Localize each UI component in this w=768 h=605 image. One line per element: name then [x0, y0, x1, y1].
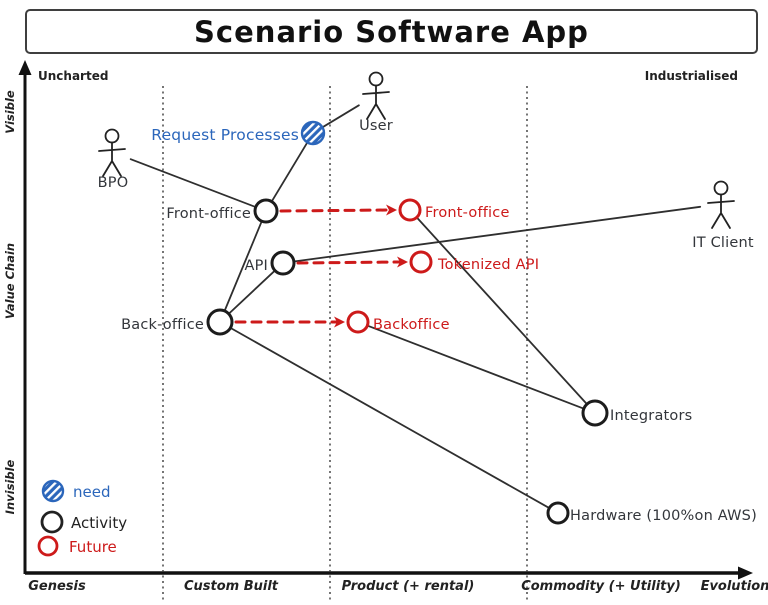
node-api[interactable]: API	[244, 250, 296, 276]
node-hardware[interactable]: Hardware (100%on AWS)	[546, 501, 757, 525]
activity-circle-icon	[270, 250, 296, 276]
future-circle-icon	[346, 310, 370, 334]
legend-label-need: need	[73, 483, 111, 501]
stage-label-custom-built: Custom Built	[183, 579, 279, 594]
node-label-future-tokenized-api: Tokenized API	[437, 257, 539, 273]
title-box: Scenario Software App	[25, 9, 758, 54]
stage-label-commodity: Commodity (+ Utility)	[521, 579, 681, 594]
x-axis-arrowhead-icon	[738, 566, 753, 580]
node-label-api: API	[244, 258, 268, 274]
evolution-arrow-api	[296, 260, 401, 265]
future-circle-icon	[398, 198, 422, 222]
evolution-arrow-front-office	[279, 208, 390, 213]
activity-circle-icon	[581, 399, 609, 427]
stick-figure-head-icon	[104, 128, 120, 144]
y-axis-arrowhead-icon	[18, 60, 32, 75]
node-back-office[interactable]: Back-office	[121, 308, 234, 336]
stick-figure-body-icon	[707, 193, 735, 229]
node-front-office[interactable]: Front-office	[166, 198, 279, 224]
x-label-evolution: Evolution	[700, 579, 768, 594]
edges-layer	[129, 104, 702, 509]
activity-circle-icon	[206, 308, 234, 336]
activity-circle-icon	[253, 198, 279, 224]
edge-api--back-office	[228, 270, 276, 315]
node-label-user: User	[359, 118, 393, 134]
map-title: Scenario Software App	[194, 14, 589, 49]
edge-future-backoffice--integrators	[367, 325, 584, 410]
stick-figure-head-icon	[713, 180, 729, 196]
legend-future-icon	[37, 535, 59, 557]
node-label-front-office: Front-office	[166, 206, 251, 222]
node-user[interactable]: User	[359, 71, 393, 135]
node-future-backoffice[interactable]: Backoffice	[346, 310, 450, 334]
evolution-arrowhead-icon	[397, 256, 408, 268]
node-label-future-front-office: Front-office	[425, 205, 510, 221]
future-circle-icon	[409, 250, 433, 274]
legend-activity-icon	[40, 510, 64, 534]
node-it-client[interactable]: IT Client	[692, 180, 754, 252]
evolution-arrows-layer	[234, 204, 408, 328]
evolution-arrowhead-icon	[386, 204, 397, 216]
node-label-hardware: Hardware (100%on AWS)	[570, 508, 757, 524]
edge-front-office--back-office	[224, 221, 263, 311]
edge-api--it-client	[293, 205, 702, 263]
edge-bpo--front-office	[129, 158, 256, 208]
stage-label-genesis: Genesis	[28, 579, 86, 594]
node-label-integrators: Integrators	[610, 408, 692, 424]
activity-circle-icon	[546, 501, 570, 525]
node-label-bpo: BPO	[98, 175, 129, 191]
legend-label-future: Future	[69, 538, 117, 556]
legend-label-activity: Activity	[71, 514, 128, 532]
y-label-visible: Visible	[3, 90, 17, 134]
node-future-tokenized-api[interactable]: Tokenized API	[409, 250, 539, 274]
evolution-arrowhead-icon	[334, 316, 345, 328]
label-industrialised: Industrialised	[644, 69, 738, 83]
y-label-invisible: Invisible	[3, 459, 17, 514]
edge-future-front-office--integrators	[416, 217, 588, 405]
edge-back-office--hardware	[230, 327, 550, 509]
node-bpo[interactable]: BPO	[98, 128, 129, 192]
need-circle-icon	[300, 120, 326, 146]
node-request-processes[interactable]: Request Processes	[151, 120, 326, 146]
node-future-front-office[interactable]: Front-office	[398, 198, 510, 222]
stick-figure-body-icon	[98, 141, 126, 177]
label-uncharted: Uncharted	[38, 69, 109, 83]
node-label-it-client: IT Client	[692, 235, 754, 251]
node-integrators[interactable]: Integrators	[581, 399, 692, 427]
node-label-back-office: Back-office	[121, 317, 204, 333]
stick-figure-head-icon	[368, 71, 384, 87]
legend-need-icon	[41, 479, 65, 503]
y-label-value-chain: Value Chain	[3, 243, 17, 319]
node-label-request-processes: Request Processes	[151, 126, 299, 144]
node-label-future-backoffice: Backoffice	[373, 317, 450, 333]
edge-request-processes--front-office	[271, 142, 308, 202]
stick-figure-body-icon	[362, 84, 390, 120]
stage-label-product: Product (+ rental)	[341, 579, 475, 594]
edge-user--request-processes	[322, 104, 360, 128]
